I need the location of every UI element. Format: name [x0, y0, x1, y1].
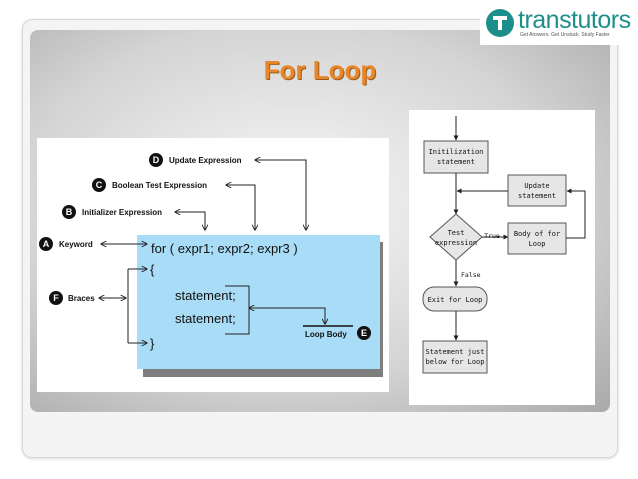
code-diagram-panel: for ( expr1; expr2; expr3 ) { statement;… [37, 138, 389, 392]
arrow-loop-body [249, 308, 325, 324]
flowchart-panel: Initilization statement Update statement… [409, 110, 595, 405]
flow-test-line2: expression [435, 239, 477, 247]
flow-init-line1: Initilization [429, 148, 484, 156]
label-keyword: Keyword [59, 240, 93, 249]
label-c-badge [92, 178, 106, 192]
flow-true-label: True [484, 232, 500, 240]
flow-after-box [422, 340, 488, 374]
label-a-letter: A [43, 239, 50, 249]
label-e-letter: E [361, 328, 367, 338]
flow-after-line2: below for Loop [425, 358, 484, 366]
code-box [137, 235, 380, 369]
flow-exit-box [422, 286, 488, 312]
transtutors-logo[interactable]: transtutors Get Answers. Get Unstuck. St… [480, 0, 638, 45]
code-open-brace: { [150, 262, 155, 277]
code-for-line: for ( expr1; expr2; expr3 ) [151, 241, 298, 256]
code-statement-2: statement; [175, 311, 236, 326]
flow-body-line1: Body of for [514, 230, 560, 238]
transtutors-logo-icon [486, 8, 514, 37]
label-d-letter: D [153, 155, 160, 165]
logo-name: transtutors [518, 5, 631, 34]
label-b-badge [62, 205, 76, 219]
label-f-letter: F [53, 293, 59, 303]
flow-update-line1: Update [524, 182, 549, 190]
label-c-letter: C [96, 180, 103, 190]
flow-arrow-body-update [566, 188, 586, 239]
label-f-badge [49, 291, 63, 305]
code-statement-1: statement; [175, 288, 236, 303]
flow-body-line2: Loop [529, 240, 546, 248]
slide-title: For Loop [263, 55, 377, 85]
label-a-badge [39, 237, 53, 251]
flow-test-diamond [429, 213, 483, 261]
label-initializer-expression: Initializer Expression [82, 208, 162, 217]
code-diagram: for ( expr1; expr2; expr3 ) { statement;… [39, 153, 383, 377]
label-boolean-test-expression: Boolean Test Expression [112, 181, 207, 190]
label-loop-body: Loop Body [305, 330, 347, 339]
flow-init-box [423, 140, 489, 174]
flow-update-line2: statement [518, 192, 556, 200]
arrow-init [175, 212, 205, 230]
label-d-badge [149, 153, 163, 167]
code-close-brace: } [150, 336, 155, 351]
flow-after-line1: Statement just [425, 348, 484, 356]
flow-test-line1: Test [448, 229, 465, 237]
label-b-letter: B [66, 207, 73, 217]
arrow-update [255, 160, 306, 230]
flow-body-box [507, 222, 567, 255]
label-braces: Braces [68, 294, 95, 303]
flowchart: Initilization statement Update statement… [422, 116, 586, 374]
flow-exit-label: Exit for Loop [428, 296, 483, 304]
label-update-expression: Update Expression [169, 156, 242, 165]
flow-false-label: False [461, 271, 481, 279]
label-e-badge [357, 326, 371, 340]
flow-init-line2: statement [437, 158, 475, 166]
flow-update-box [507, 174, 567, 207]
arrow-test [226, 185, 255, 230]
logo-tagline: Get Answers. Get Unstuck. Study Faster [520, 31, 610, 38]
